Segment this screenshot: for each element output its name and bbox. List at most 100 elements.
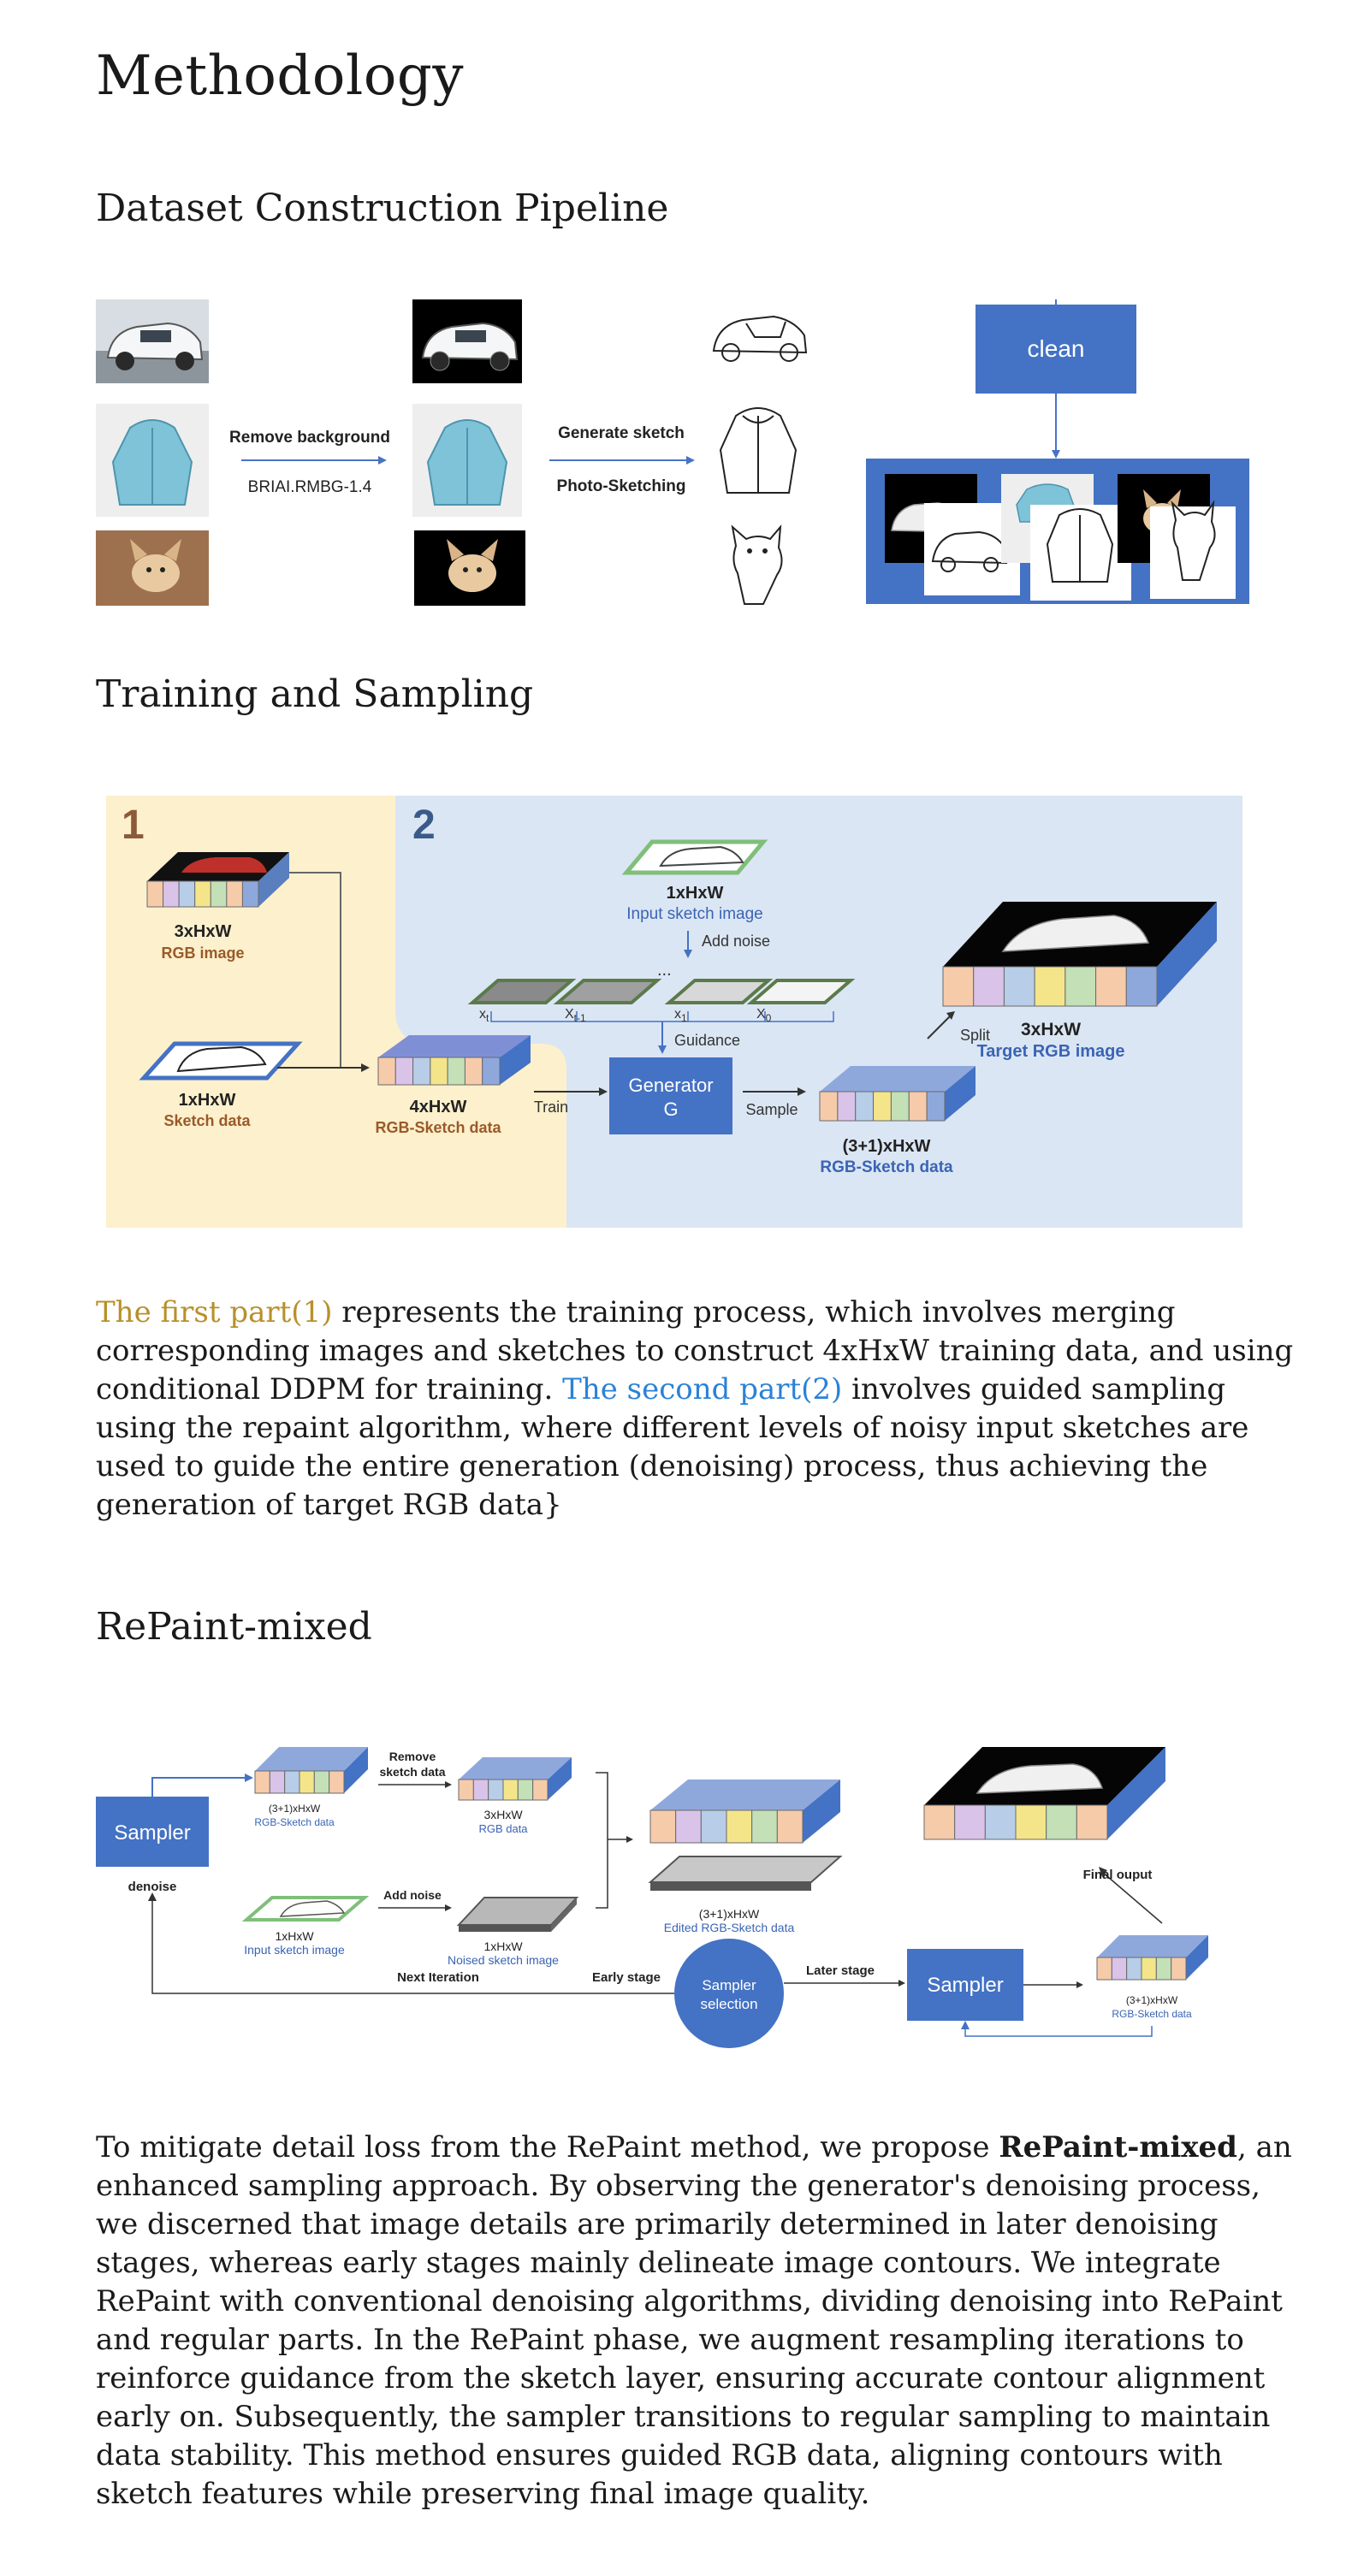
remove-sketch-1: Remove bbox=[389, 1750, 436, 1763]
edited-rgbs-block bbox=[648, 1780, 843, 1891]
block-cell bbox=[329, 1770, 345, 1794]
generator-g: G bbox=[663, 1099, 678, 1120]
sampler-left-label: Sampler bbox=[114, 1821, 190, 1845]
block-cell bbox=[837, 1091, 857, 1122]
rgb-label: RGB image bbox=[161, 945, 244, 962]
block-cell bbox=[942, 966, 975, 1007]
rmbg-tool-label: BRIAI.RMBG-1.4 bbox=[248, 478, 372, 496]
block-cell bbox=[1003, 966, 1035, 1007]
dim-31c: (3+1)xHxW bbox=[1126, 1994, 1178, 2006]
repaint-mixed-figure: Sampler denoise (3+1)xHxW RGB-Sketch dat… bbox=[96, 1747, 1208, 2048]
part1-highlight: The first part(1) bbox=[96, 1295, 333, 1329]
generator-box bbox=[609, 1057, 732, 1134]
rgbs-block-c bbox=[1096, 1935, 1208, 1981]
split-label: Split bbox=[960, 1027, 990, 1044]
training-description: The first part(1) represents the trainin… bbox=[96, 1294, 1294, 1525]
input-dim: 1xHxW bbox=[667, 884, 724, 903]
training-sampling-figure: 1 2 3xHxW RGB image 1xHxW Sketch data 4x… bbox=[106, 796, 1242, 1228]
rgbs-31-dim: (3+1)xHxW bbox=[843, 1137, 931, 1156]
sampler-sel-1: Sampler bbox=[702, 1977, 756, 1993]
rgb-sketch-31-block bbox=[819, 1066, 976, 1122]
sampler-box-left bbox=[96, 1797, 209, 1867]
block-cell bbox=[464, 1057, 483, 1086]
rgb-data-label: RGB data bbox=[478, 1822, 528, 1835]
x1-label: x1 bbox=[674, 1007, 687, 1024]
gen-sketch-label: Generate sketch bbox=[558, 424, 685, 442]
final-rgb-block bbox=[923, 1747, 1165, 1840]
section-heading-repaint: RePaint-mixed bbox=[96, 1605, 372, 1649]
block-cell bbox=[146, 880, 164, 908]
xt-label: xt bbox=[479, 1007, 489, 1024]
rgbs-block-a bbox=[254, 1747, 368, 1794]
input-sketch-block bbox=[621, 839, 768, 875]
early-stage-label: Early stage bbox=[592, 1970, 661, 1985]
rgbs-31-label: RGB-Sketch data bbox=[820, 1158, 953, 1176]
block-cell bbox=[488, 1779, 504, 1801]
edited-label: Edited RGB-Sketch data bbox=[664, 1921, 795, 1934]
block-cell bbox=[482, 1057, 501, 1086]
block-cell bbox=[194, 880, 211, 908]
later-stage-label: Later stage bbox=[806, 1963, 875, 1978]
car-nobg bbox=[412, 299, 522, 383]
block-cell bbox=[926, 1091, 946, 1122]
rgbs-label-c: RGB-Sketch data bbox=[1112, 2008, 1192, 2020]
sampler-sel-2: selection bbox=[700, 1996, 757, 2012]
block-cell bbox=[269, 1770, 286, 1794]
block-cell bbox=[210, 880, 228, 908]
target-dim: 3xHxW bbox=[1021, 1020, 1081, 1039]
rgbs-4-label: RGB-Sketch data bbox=[375, 1119, 501, 1136]
block-cell bbox=[430, 1057, 448, 1086]
noised-sketch-block bbox=[456, 1897, 579, 1932]
dim-31a: (3+1)xHxW bbox=[269, 1803, 321, 1815]
sampler-box-right bbox=[907, 1949, 1023, 2021]
block-cell bbox=[447, 1057, 466, 1086]
block-cell bbox=[394, 1057, 414, 1086]
seq-dots: ... bbox=[657, 961, 672, 980]
block-cell bbox=[776, 1809, 804, 1844]
section-heading-training: Training and Sampling bbox=[96, 672, 534, 716]
jacket-sketch bbox=[719, 407, 798, 494]
block-cell bbox=[873, 1091, 892, 1122]
x0-label: X0 bbox=[756, 1007, 772, 1024]
target-label: Target RGB image bbox=[977, 1042, 1125, 1061]
block-cell bbox=[178, 880, 196, 908]
block-cell bbox=[819, 1091, 839, 1122]
rgbs-4-dim: 4xHxW bbox=[410, 1098, 467, 1116]
clean-box bbox=[976, 305, 1136, 394]
block-cell bbox=[163, 880, 180, 908]
repaint-mixed-bold: RePaint-mixed bbox=[999, 2130, 1237, 2164]
para1-text2: involves guided sampling using the repai… bbox=[96, 1372, 1249, 1522]
block-cell bbox=[502, 1779, 519, 1801]
block-cell bbox=[412, 1057, 431, 1086]
dim-1b: 1xHxW bbox=[483, 1939, 523, 1953]
sketch-label: Sketch data bbox=[163, 1112, 251, 1129]
dog-nobg bbox=[414, 530, 525, 606]
block-cell bbox=[1096, 1957, 1112, 1981]
block-cell bbox=[649, 1809, 677, 1844]
block-cell bbox=[226, 880, 243, 908]
denoise-label: denoise bbox=[128, 1880, 177, 1894]
dataset-thumbnails bbox=[885, 474, 1236, 601]
add-noise-label: Add noise bbox=[702, 933, 770, 950]
generator-label: Generator bbox=[628, 1075, 713, 1096]
xt1-label: Xt-1 bbox=[565, 1007, 586, 1024]
block-cell bbox=[1095, 966, 1127, 1007]
block-cell bbox=[700, 1809, 727, 1844]
rgb-sketch-4-block bbox=[377, 1035, 531, 1086]
input-sketch-block-3 bbox=[241, 1896, 370, 1922]
block-cell bbox=[1111, 1957, 1128, 1981]
block-cell bbox=[954, 1804, 986, 1840]
block-cell bbox=[458, 1779, 474, 1801]
block-cell bbox=[377, 1057, 396, 1086]
part2-number: 2 bbox=[412, 802, 436, 848]
block-cell bbox=[299, 1770, 315, 1794]
block-cell bbox=[517, 1779, 534, 1801]
block-cell bbox=[973, 966, 1005, 1007]
guidance-label: Guidance bbox=[674, 1032, 740, 1049]
block-cell bbox=[1076, 1804, 1108, 1840]
block-cell bbox=[908, 1091, 928, 1122]
sample-label: Sample bbox=[745, 1101, 798, 1118]
block-cell bbox=[254, 1770, 270, 1794]
block-cell bbox=[726, 1809, 753, 1844]
next-iter-label: Next Iteration bbox=[397, 1970, 479, 1985]
